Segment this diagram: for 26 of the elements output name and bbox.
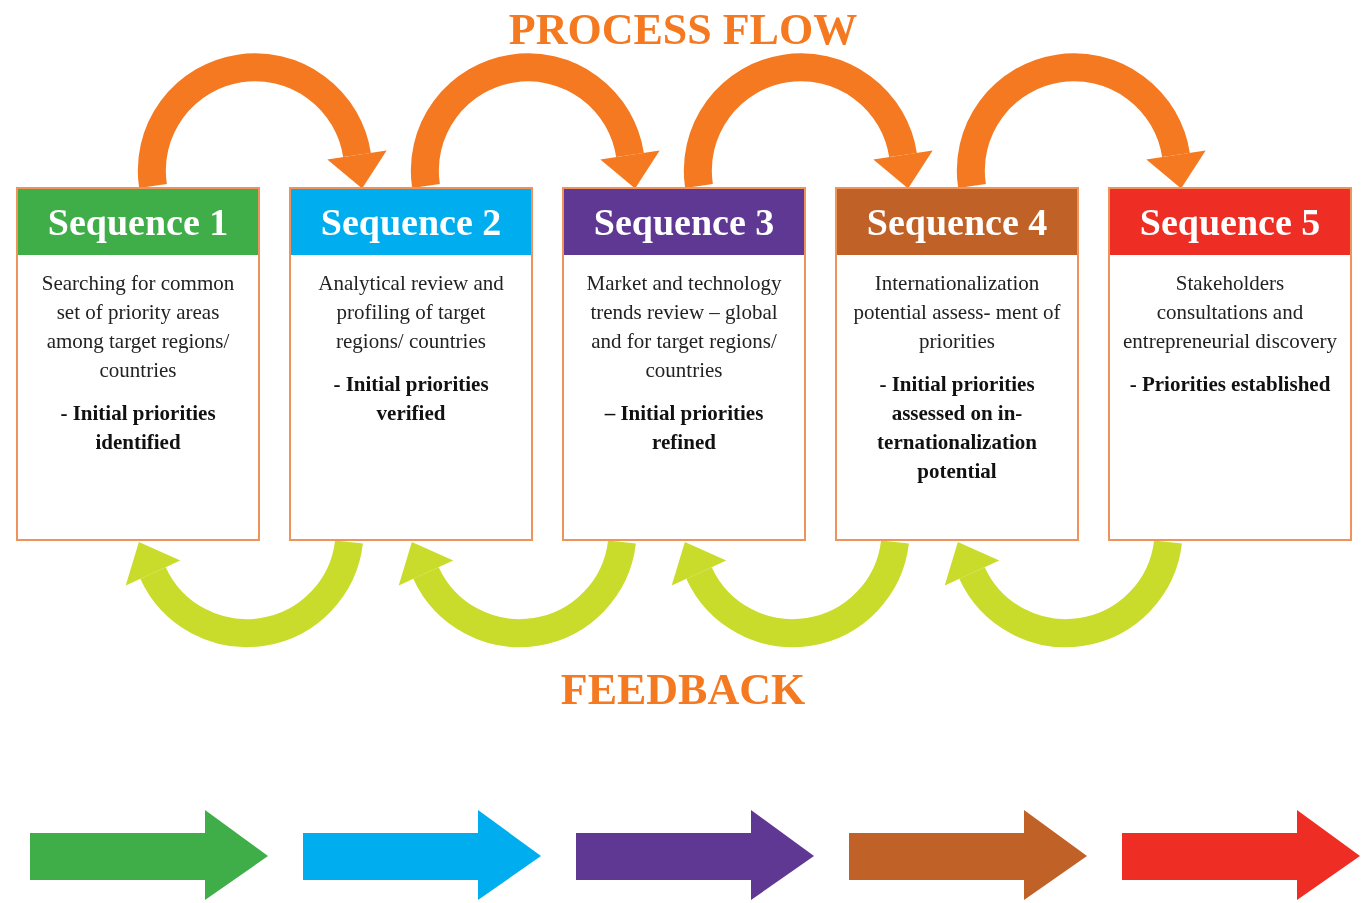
sequence-card — [562, 187, 806, 541]
description-text: Searching for common set of priority areas among target regions/ countries — [40, 270, 236, 384]
result-text: - Initial priorities verified — [332, 371, 490, 427]
diagram-title: PROCESS FLOW — [507, 4, 859, 55]
description-text: Internationalization potential assess- ment of priorities — [852, 270, 1062, 355]
sequence-card — [16, 187, 260, 541]
curved-arrow — [126, 539, 363, 648]
sequence-card — [835, 187, 1079, 541]
curved-arrow — [672, 539, 909, 648]
description-text: Stakeholders consultations and entrepreneurial discovery — [1122, 270, 1338, 355]
result-text: – Initial priorities refined — [603, 400, 765, 456]
section-label: FEEDBACK — [559, 664, 807, 715]
curved-arrow — [945, 539, 1182, 648]
result-text: - Priorities established — [1128, 371, 1332, 398]
sequence-heading: Sequence 3 — [564, 189, 804, 255]
result-text: - Initial priorities assessed on in- ternationalization potential — [876, 371, 1038, 485]
sequence-heading: Sequence 5 — [1110, 189, 1350, 255]
sequence-heading: Sequence 1 — [18, 189, 258, 255]
sequence-card — [289, 187, 533, 541]
description-text: Analytical review and profiling of target regions/ countries — [317, 270, 505, 355]
sequence-card — [1108, 187, 1352, 541]
sequence-heading: Sequence 4 — [837, 189, 1077, 255]
description-text: Market and technology trends review – global and for target regions/ countries — [585, 270, 783, 384]
curved-arrow — [399, 539, 636, 648]
result-text: - Initial priorities identified — [59, 400, 217, 456]
sequence-heading: Sequence 2 — [291, 189, 531, 255]
